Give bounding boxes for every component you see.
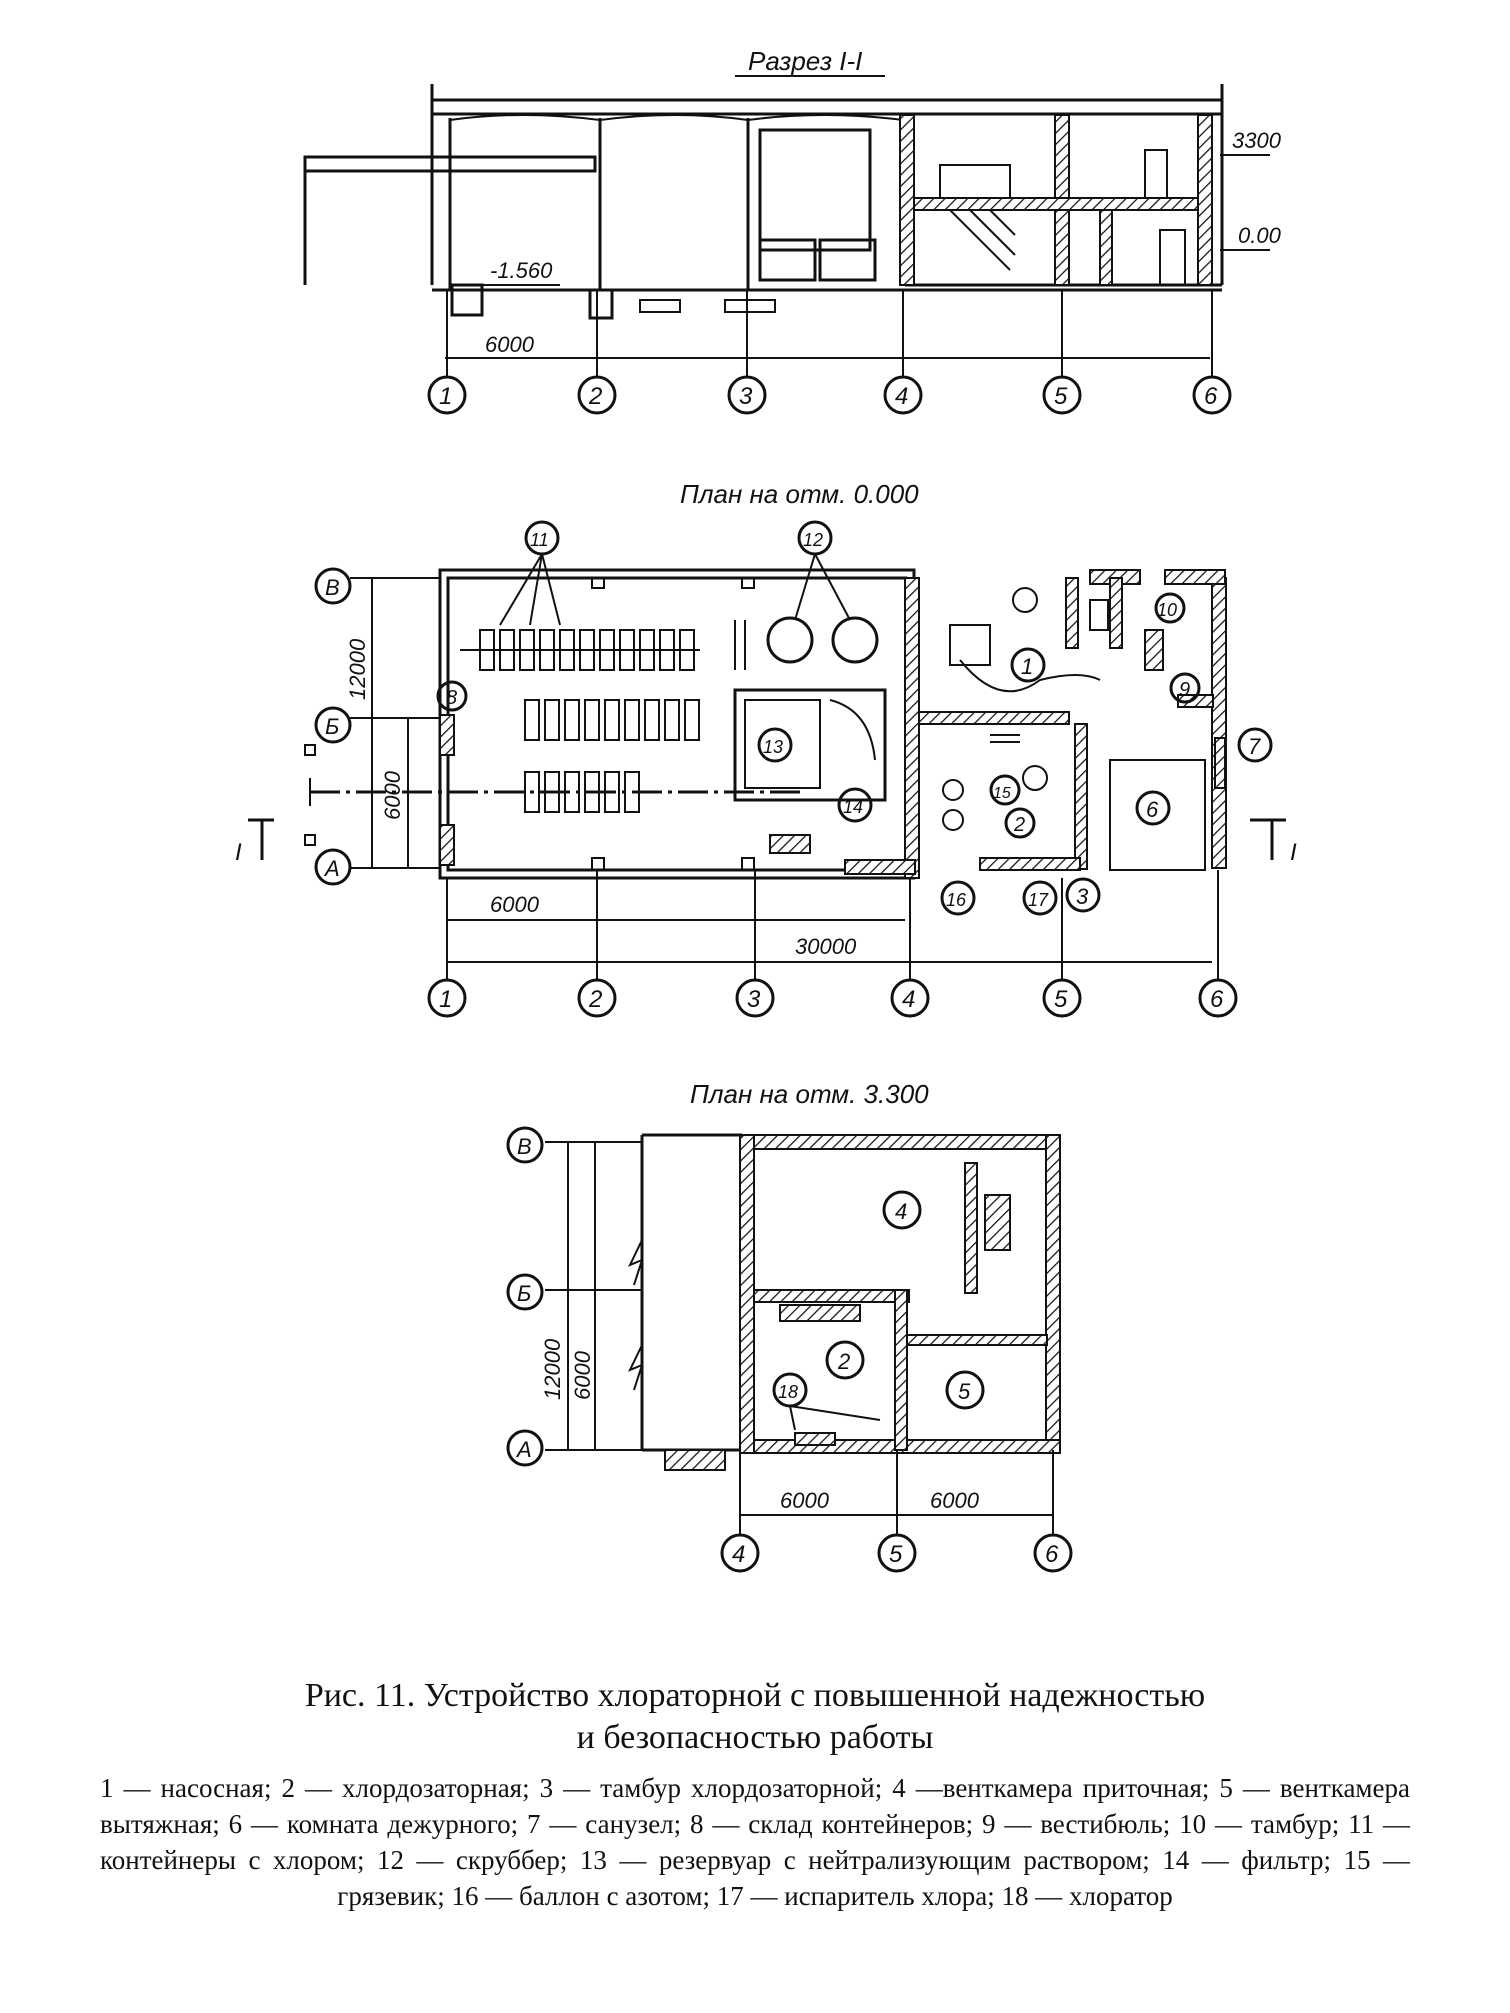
plan0-row-a: А: [323, 856, 340, 881]
plan33-dim-6000-vert: 6000: [570, 1350, 595, 1400]
section-axis-4: 4: [895, 383, 908, 410]
room-4: 4: [895, 1199, 907, 1224]
plan0-dim-6000: 6000: [490, 892, 540, 917]
room-3: 3: [1076, 884, 1089, 909]
plan0-title: План на отм. 0.000: [680, 479, 919, 509]
chlorine-containers: [479, 629, 700, 813]
plan33-row-b: Б: [517, 1281, 531, 1306]
room-2: 2: [1013, 814, 1025, 836]
plan0-room-labels: 1 2 3 6 7 8 9 10 11 12 13 14 15 16 17: [436, 520, 1273, 916]
plan33-dim-a: 6000: [780, 1488, 830, 1513]
plan0-row-v: В: [325, 575, 340, 600]
label-12: 12: [803, 530, 823, 550]
label-11: 11: [530, 530, 549, 550]
room-6: 6: [1146, 797, 1159, 822]
room-10: 10: [1157, 600, 1177, 620]
room-5: 5: [958, 1379, 971, 1404]
section-drawing: Разрез I-I 3300: [303, 46, 1282, 415]
section-title: Разрез I-I: [748, 46, 862, 76]
plan33-axis-6: 6: [1045, 1541, 1059, 1568]
plan0-axis-4: 4: [902, 986, 915, 1013]
room-2-upper: 2: [837, 1349, 850, 1374]
plan-upper-floor: План на отм. 3.300 4 2 5 18 В Б: [506, 1079, 1073, 1573]
plan33-title: План на отм. 3.300: [690, 1079, 929, 1109]
plan0-dim-30000: 30000: [795, 934, 857, 959]
elevation-minus: -1.560: [490, 258, 553, 283]
section-axis-3: 3: [739, 383, 753, 410]
section-mark-right: I: [1290, 839, 1297, 866]
section-axis-6: 6: [1204, 383, 1218, 410]
label-15: 15: [993, 785, 1011, 802]
plan-ground-floor: План на отм. 0.000: [235, 479, 1297, 1018]
plan33-column-axes: 4 5 6: [720, 1450, 1073, 1573]
section-dim-6000: 6000: [485, 332, 535, 357]
plan0-dim-6000-vert: 6000: [380, 770, 405, 820]
section-mark-left: I: [235, 839, 242, 866]
section-axis-2: 2: [588, 383, 602, 410]
label-18: 18: [778, 1382, 798, 1402]
figure-caption: Рис. 11. Устройство хлораторной с повыше…: [100, 1675, 1410, 1759]
label-14: 14: [843, 797, 863, 817]
label-13: 13: [763, 737, 783, 757]
plan33-dim-12000: 12000: [540, 1338, 565, 1400]
plan33-axis-5: 5: [889, 1541, 903, 1568]
label-17: 17: [1028, 890, 1049, 910]
plan0-dim-12000: 12000: [345, 638, 370, 700]
plan33-row-v: В: [517, 1134, 532, 1159]
section-axis-markers: 1 2 3 4 5 6: [427, 290, 1232, 415]
label-16: 16: [946, 890, 967, 910]
plan0-row-axes: В Б А 12000 6000: [304, 567, 440, 886]
section-axis-5: 5: [1054, 383, 1068, 410]
room-9: 9: [1179, 679, 1190, 701]
plan0-axis-1: 1: [439, 986, 452, 1013]
plan0-row-b: Б: [325, 714, 339, 739]
caption-line-1: Рис. 11. Устройство хлораторной с повыше…: [304, 1677, 1206, 1714]
room-7: 7: [1248, 734, 1261, 759]
plan0-axis-3: 3: [747, 986, 761, 1013]
room-8: 8: [446, 687, 457, 709]
elevation-zero: 0.00: [1238, 223, 1282, 248]
figure-legend: 1 — насосная; 2 — хлордозаторная; 3 — та…: [100, 1773, 1410, 1911]
section-cut-marks: I I: [235, 818, 1297, 866]
plan33-row-axes: В Б А 12000 6000: [506, 1126, 642, 1467]
plan0-axis-5: 5: [1054, 986, 1068, 1013]
plan33-axis-4: 4: [732, 1541, 745, 1568]
section-axis-1: 1: [439, 383, 452, 410]
plan0-column-axes: 1 2 3 4 5 6: [427, 870, 1238, 1018]
plan0-axis-6: 6: [1210, 986, 1224, 1013]
plan33-dim-b: 6000: [930, 1488, 980, 1513]
room-1: 1: [1021, 654, 1033, 679]
plan0-axis-2: 2: [588, 986, 602, 1013]
plan33-row-a: А: [515, 1437, 532, 1462]
elevation-3300: 3300: [1232, 128, 1282, 153]
caption-line-2: и безопасностью работы: [576, 1719, 934, 1756]
